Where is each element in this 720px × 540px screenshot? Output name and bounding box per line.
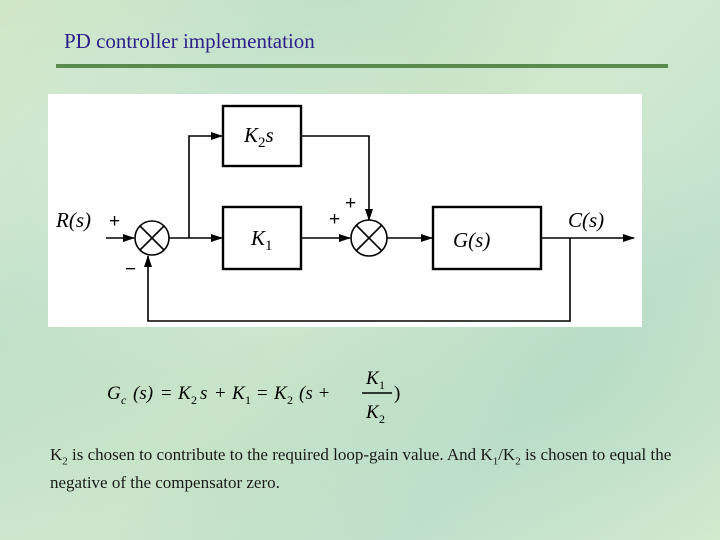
- block-diagram: R(s) C(s) G(s) K2s K1 + − + +: [48, 94, 642, 327]
- formula-term2-sub: 1: [245, 393, 251, 407]
- formula-term2: K: [231, 383, 246, 404]
- formula-term3: K: [273, 383, 288, 404]
- sum1-minus-sign: −: [125, 259, 136, 280]
- block-gs-label: G(s): [453, 228, 490, 252]
- branch-to-k2s-arrow: [188, 132, 223, 238]
- formula-paren-close: ): [394, 383, 400, 404]
- formula-lhs-arg: (s): [133, 383, 153, 404]
- formula-term3-sub: 2: [287, 393, 293, 407]
- formula-frac-num: K: [365, 368, 380, 389]
- block-k2s-label: K2s: [243, 123, 274, 151]
- formula-lhs: G: [107, 383, 121, 404]
- feedback-path: [144, 238, 571, 322]
- formula-paren-open: (s +: [299, 383, 330, 404]
- formula-plus: +: [215, 383, 226, 404]
- output-label: C(s): [568, 208, 604, 232]
- formula-equals-1: =: [161, 383, 172, 404]
- formula-frac-num-sub: 1: [379, 378, 385, 392]
- formula-lhs-sub: c: [121, 393, 127, 407]
- formula-term1: K: [177, 383, 192, 404]
- slide-title: PD controller implementation: [64, 29, 315, 53]
- title-underline: [56, 64, 668, 68]
- k2s-to-sum2-arrow: [301, 135, 373, 221]
- formula-term1-var: s: [200, 383, 207, 404]
- sum2-plus-top-sign: +: [345, 193, 356, 214]
- summing-junction-1: [134, 220, 170, 256]
- sum2-plus-left-sign: +: [329, 209, 340, 230]
- explanation-text: K2 is chosen to contribute to the requir…: [50, 445, 672, 493]
- formula-frac-den-sub: 2: [379, 412, 385, 426]
- input-label: R(s): [55, 208, 91, 232]
- formula-frac-den: K: [365, 402, 380, 423]
- block-k1-label: K1: [250, 226, 273, 254]
- formula-equals-2: =: [257, 383, 268, 404]
- transfer-function-formula: G c (s) = K 2 s + K 1 = K 2 (s + K 1 K 2…: [105, 362, 425, 428]
- sum1-plus-sign: +: [109, 211, 120, 232]
- summing-junction-2: [350, 219, 388, 257]
- formula-term1-sub: 2: [191, 393, 197, 407]
